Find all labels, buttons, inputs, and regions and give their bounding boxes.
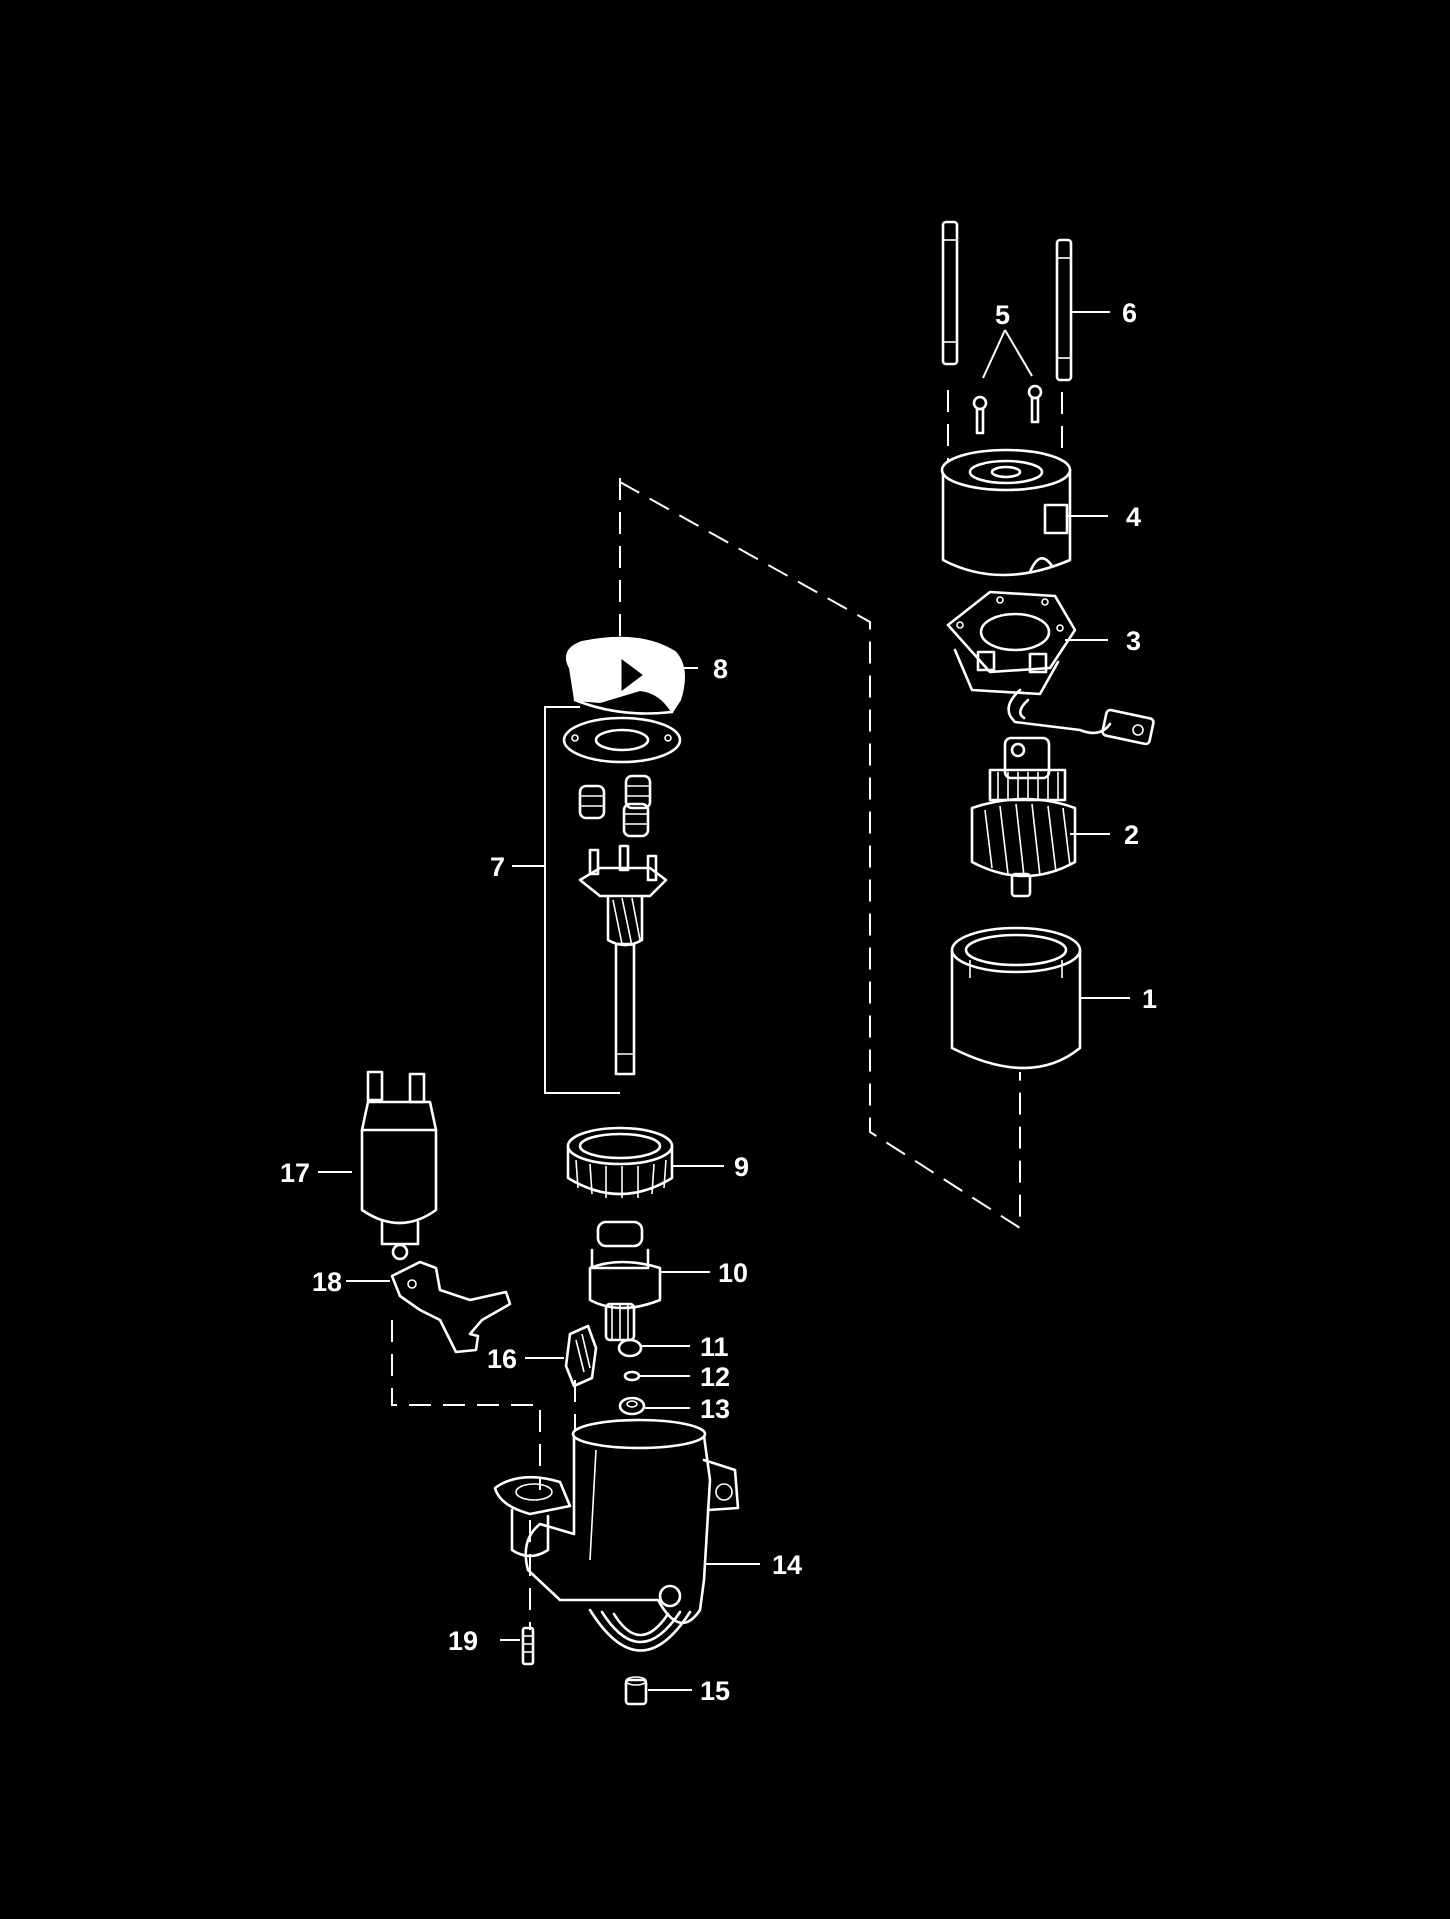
callout-14: 14 (772, 1550, 802, 1580)
part-1-field-housing (950, 926, 1082, 1070)
part-14-drive-housing (493, 1418, 740, 1652)
callout-3: 3 (1126, 626, 1141, 656)
callout-11: 11 (700, 1332, 729, 1362)
part-2-armature (970, 736, 1077, 898)
callout-12: 12 (700, 1362, 730, 1392)
assembly-dashed-lines (391, 390, 1063, 1630)
part-4-end-cap (940, 448, 1072, 577)
callout-1: 1 (1142, 984, 1157, 1014)
callout-13: 13 (700, 1394, 730, 1424)
part-9-ring-gear (566, 1126, 674, 1198)
part-7-planetary-gear-shaft (512, 706, 682, 1094)
part-15-bushing (624, 1676, 648, 1706)
callout-10: 10 (718, 1258, 748, 1288)
callout-16: 16 (487, 1344, 517, 1374)
leader-lines (318, 311, 1130, 1691)
part-19-screw (521, 1626, 535, 1666)
callout-18: 18 (312, 1267, 342, 1297)
part-3-brush-holder (946, 590, 1155, 746)
part-5-screws (972, 329, 1043, 435)
part-10-drive-pinion (588, 1220, 662, 1342)
part-6-through-bolts (941, 220, 1073, 382)
callout-2: 2 (1124, 820, 1139, 850)
callout-19: 19 (448, 1626, 478, 1656)
callout-labels: 1 2 3 4 5 6 7 8 9 10 11 12 13 14 15 16 1… (280, 298, 1157, 1706)
callout-8: 8 (713, 654, 728, 684)
part-13-washer (618, 1396, 646, 1416)
callout-4: 4 (1126, 502, 1141, 532)
part-16-seal (564, 1324, 598, 1388)
part-17-solenoid (360, 1070, 438, 1261)
part-18-shift-lever (390, 1260, 512, 1354)
callout-6: 6 (1122, 298, 1137, 328)
part-11-stop-ring (617, 1338, 643, 1358)
callout-5: 5 (995, 300, 1010, 330)
callout-9: 9 (734, 1152, 749, 1182)
part-8-cover (566, 636, 685, 715)
callout-7: 7 (490, 852, 505, 882)
part-12-retaining-ring (623, 1370, 641, 1382)
callout-15: 15 (700, 1676, 730, 1706)
callout-17: 17 (280, 1158, 310, 1188)
